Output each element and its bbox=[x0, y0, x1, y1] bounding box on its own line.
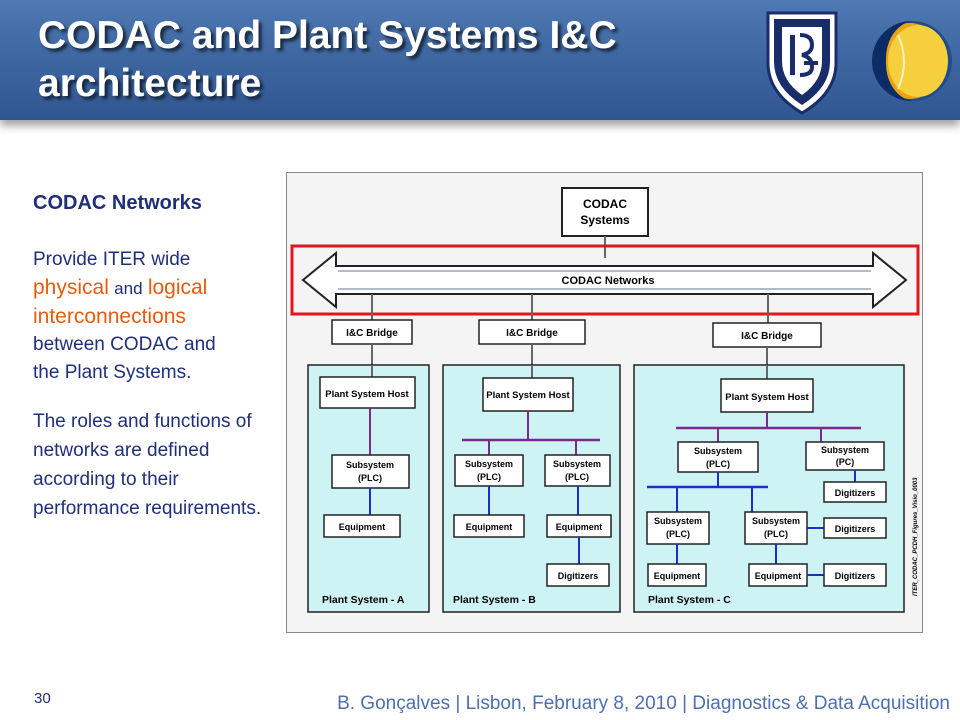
codac-systems-line2: Systems bbox=[580, 213, 630, 227]
plant-system-b-label: Plant System - B bbox=[453, 594, 536, 606]
digitizers-c3 bbox=[823, 563, 887, 587]
footer-text: B. Gonçalves | Lisbon, February 8, 2010 … bbox=[337, 693, 950, 714]
slide-title: CODAC and Plant Systems I&C architecture bbox=[38, 14, 617, 105]
svg-text:(PLC): (PLC) bbox=[706, 459, 730, 469]
svg-text:Plant System Host: Plant System Host bbox=[486, 390, 570, 401]
logos bbox=[766, 11, 952, 115]
svg-text:Subsystem: Subsystem bbox=[654, 516, 702, 526]
figure-side-caption: ITER_CODAC_PCDH_Figures_Visio_0003 bbox=[913, 477, 919, 596]
svg-text:Subsystem: Subsystem bbox=[346, 460, 394, 470]
ic-bridge-c bbox=[712, 322, 822, 348]
equipment-c1 bbox=[647, 563, 707, 587]
digitizers-b bbox=[546, 563, 610, 587]
equipment-a bbox=[323, 514, 401, 538]
svg-text:(PLC): (PLC) bbox=[477, 472, 501, 482]
svg-text:Equipment: Equipment bbox=[339, 522, 386, 532]
architecture-diagram: CODAC Systems CODAC Networks I&C Bridge … bbox=[286, 172, 923, 633]
host-a bbox=[319, 376, 416, 409]
highlight-interconnections: interconnections bbox=[33, 305, 186, 328]
svg-text:Equipment: Equipment bbox=[556, 522, 603, 532]
host-c bbox=[720, 378, 814, 413]
svg-text:Digitizers: Digitizers bbox=[558, 571, 599, 581]
subsystem-c-pc bbox=[805, 441, 885, 471]
digitizers-c1 bbox=[823, 481, 887, 503]
page-number: 30 bbox=[34, 690, 51, 707]
svg-text:Subsystem: Subsystem bbox=[553, 459, 601, 469]
svg-text:Digitizers: Digitizers bbox=[835, 524, 876, 534]
codac-systems-line1: CODAC bbox=[583, 197, 627, 211]
svg-text:Equipment: Equipment bbox=[755, 571, 802, 581]
paragraph-1: Provide ITER wide physical and logical i… bbox=[33, 246, 273, 387]
svg-text:(PLC): (PLC) bbox=[565, 472, 589, 482]
codac-networks-label: CODAC Networks bbox=[562, 275, 655, 287]
subsystem-b1 bbox=[454, 454, 524, 487]
highlight-logical: logical bbox=[147, 276, 208, 299]
svg-text:Subsystem: Subsystem bbox=[821, 445, 869, 455]
svg-text:(PLC): (PLC) bbox=[358, 473, 382, 483]
section-heading: CODAC Networks bbox=[33, 192, 202, 214]
svg-text:Subsystem: Subsystem bbox=[694, 446, 742, 456]
networks-highlight-box bbox=[290, 244, 920, 316]
highlight-physical: physical bbox=[33, 276, 109, 299]
svg-text:(PLC): (PLC) bbox=[666, 529, 690, 539]
digitizers-c2 bbox=[823, 517, 887, 539]
svg-text:(PC): (PC) bbox=[836, 457, 855, 467]
plant-system-a-label: Plant System - A bbox=[322, 594, 405, 606]
slide-header: CODAC and Plant Systems I&C architecture bbox=[0, 0, 960, 120]
ist-crest-icon bbox=[766, 11, 838, 115]
svg-text:Subsystem: Subsystem bbox=[752, 516, 800, 526]
svg-text:I&C Bridge: I&C Bridge bbox=[506, 328, 558, 339]
codac-networks-arrow bbox=[301, 250, 908, 310]
svg-text:I&C Bridge: I&C Bridge bbox=[346, 328, 398, 339]
plant-system-c-label: Plant System - C bbox=[648, 594, 731, 606]
subsystem-a bbox=[331, 454, 410, 489]
codac-systems-box bbox=[561, 187, 649, 237]
svg-text:Digitizers: Digitizers bbox=[835, 488, 876, 498]
ipfn-logo-icon bbox=[872, 21, 952, 101]
left-text-panel: CODAC Networks Provide ITER wide physica… bbox=[33, 190, 273, 523]
paragraph-2: The roles and functions of networks are … bbox=[33, 411, 262, 519]
ic-bridge-a bbox=[331, 319, 413, 345]
svg-text:Subsystem: Subsystem bbox=[465, 459, 513, 469]
svg-text:Plant System Host: Plant System Host bbox=[325, 389, 409, 400]
svg-text:Equipment: Equipment bbox=[466, 522, 513, 532]
svg-text:Digitizers: Digitizers bbox=[835, 571, 876, 581]
svg-text:Equipment: Equipment bbox=[654, 571, 701, 581]
svg-text:I&C Bridge: I&C Bridge bbox=[741, 331, 793, 342]
svg-text:Plant System Host: Plant System Host bbox=[725, 392, 809, 403]
host-b bbox=[482, 377, 574, 412]
svg-text:(PLC): (PLC) bbox=[764, 529, 788, 539]
equipment-b1 bbox=[453, 514, 525, 538]
